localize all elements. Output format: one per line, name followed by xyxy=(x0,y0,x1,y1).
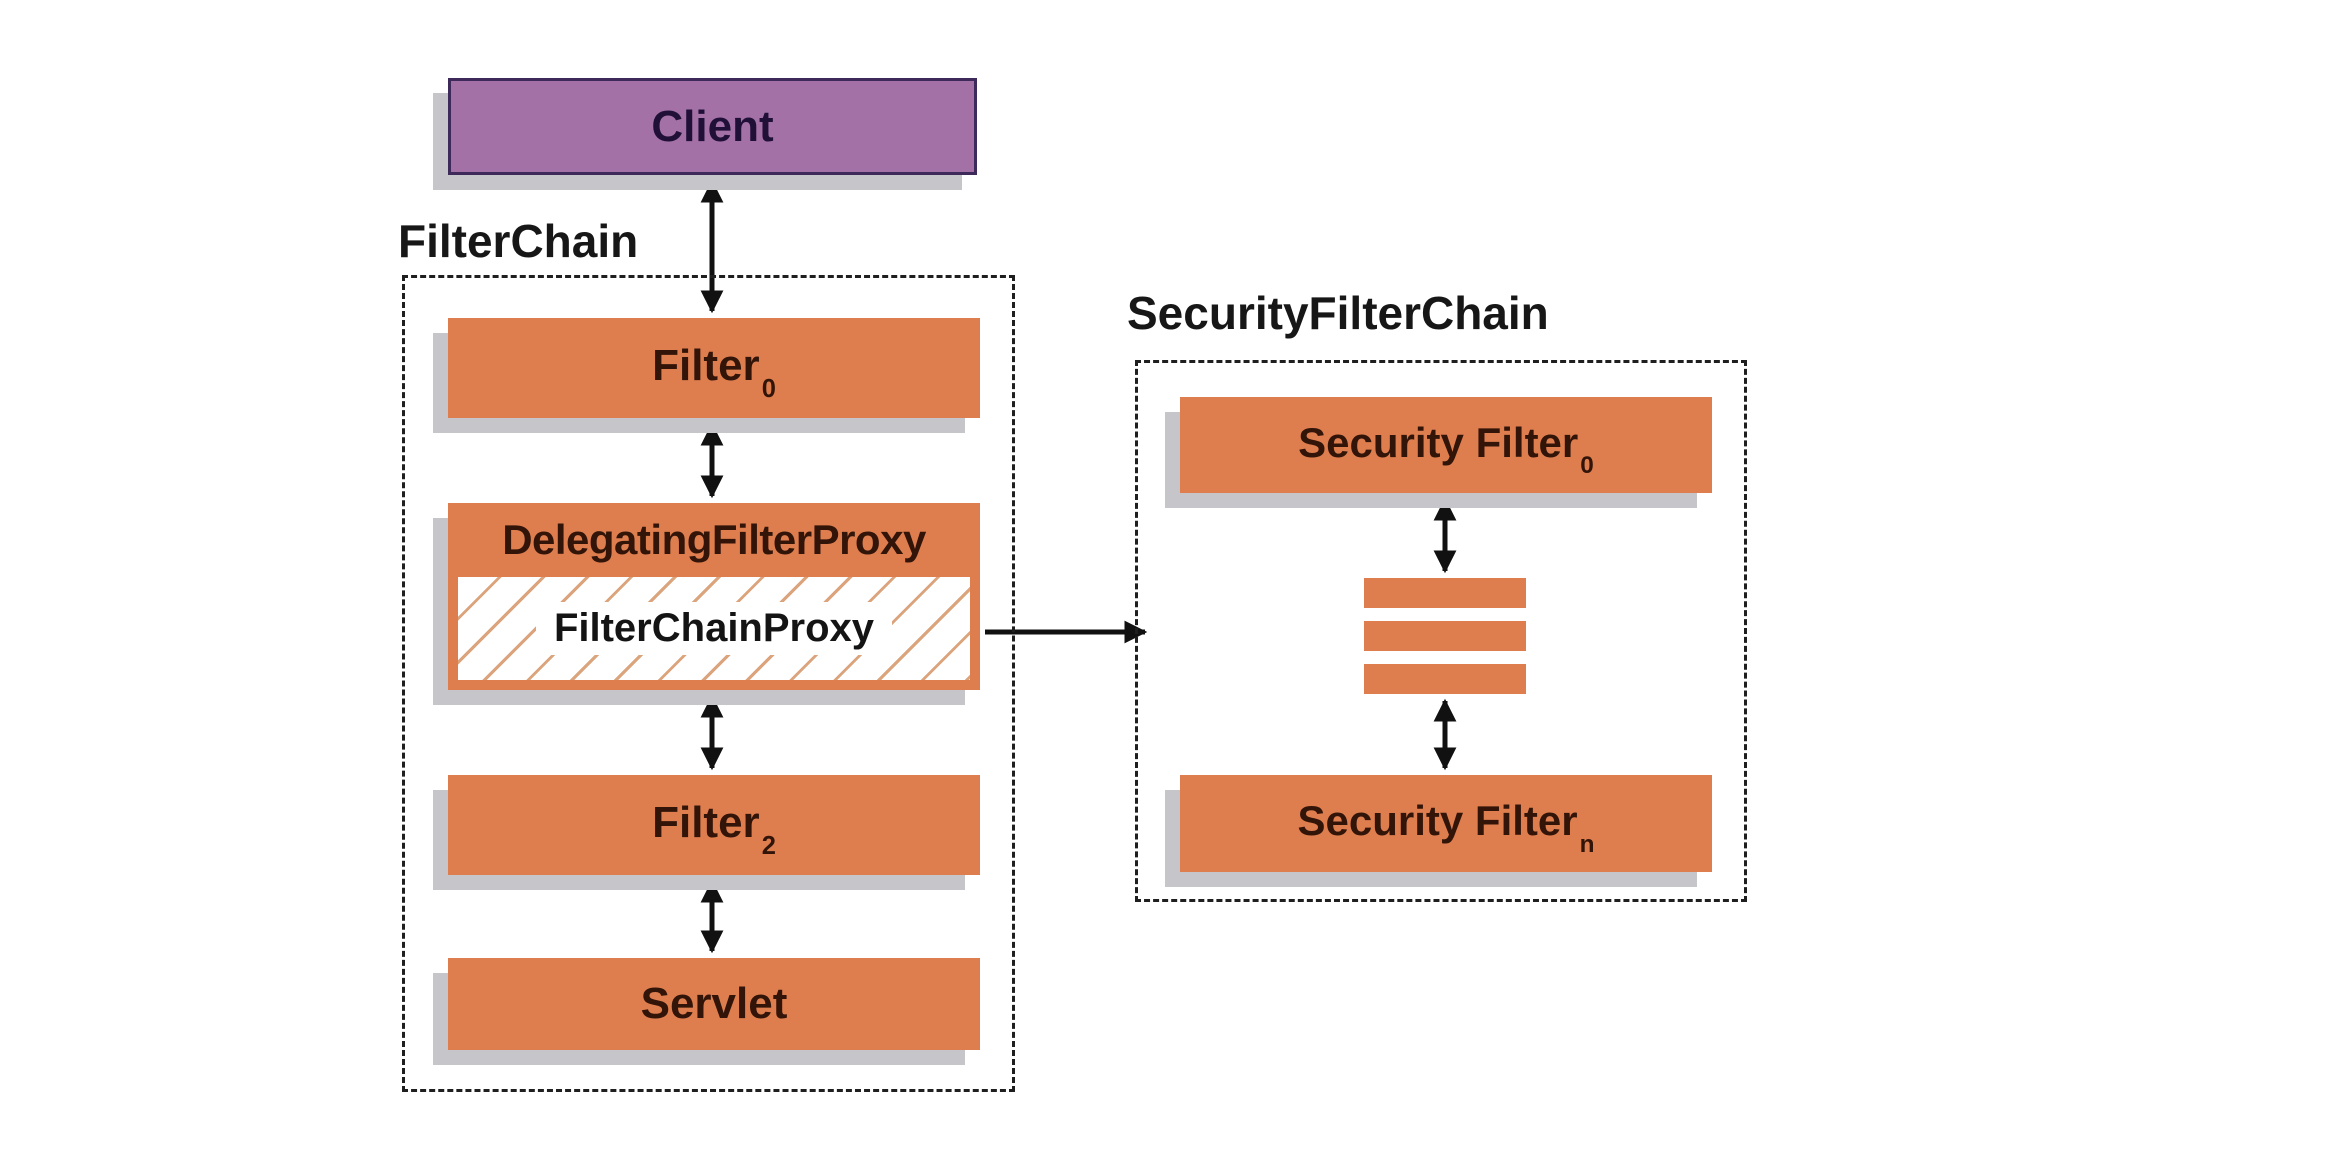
security-filter0-subscript: 0 xyxy=(1580,452,1594,480)
servlet-label: Servlet xyxy=(640,979,788,1028)
filter2-label: Filter2 xyxy=(652,797,776,861)
filter0-label: Filter0 xyxy=(652,340,776,404)
securityfilterchain-container xyxy=(1135,360,1747,902)
client-label: Client xyxy=(651,101,774,151)
filter-chain-proxy-hatched-box: FilterChainProxy xyxy=(458,577,970,680)
filters-ellipsis-bar xyxy=(1364,578,1526,608)
client-box: Client xyxy=(448,78,977,175)
delegating-filter-proxy-label: DelegatingFilterProxy xyxy=(502,516,926,563)
security-filter0-label: Security Filter0 xyxy=(1298,418,1594,480)
filters-ellipsis-bar xyxy=(1364,664,1526,694)
filterchain-container xyxy=(402,275,1015,1092)
filter2-box: Filter2 xyxy=(448,775,980,875)
delegating-filter-proxy-box: DelegatingFilterProxy FilterChainProxy xyxy=(448,503,980,690)
servlet-box: Servlet xyxy=(448,958,980,1050)
filter0-box: Filter0 xyxy=(448,318,980,418)
filter-chain-proxy-label: FilterChainProxy xyxy=(535,602,893,655)
filter2-subscript: 2 xyxy=(761,832,776,861)
security-filtern-subscript: n xyxy=(1579,830,1595,858)
security-filtern-label: Security Filtern xyxy=(1297,797,1595,858)
security-filter0-box: Security Filter0 xyxy=(1180,397,1712,493)
filter0-subscript: 0 xyxy=(761,375,776,404)
security-filtern-box: Security Filtern xyxy=(1180,775,1712,872)
securityfilterchain-label: SecurityFilterChain xyxy=(1127,287,1549,339)
filters-ellipsis-bar xyxy=(1364,621,1526,651)
filterchain-label: FilterChain xyxy=(398,215,639,267)
